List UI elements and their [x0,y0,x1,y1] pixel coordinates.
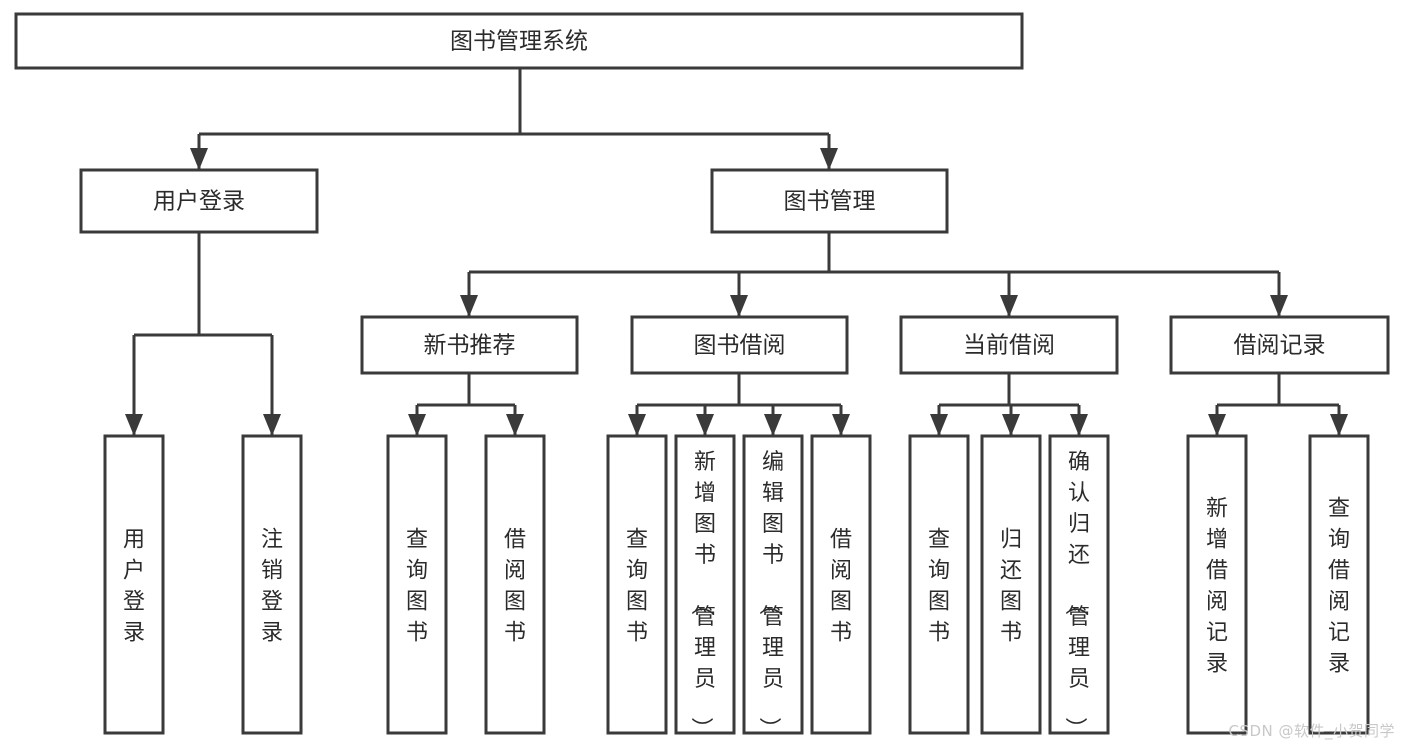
leaf-logout-login-box [241,434,303,735]
leaf-confirm-return[interactable]: 确认归还（管理员） [1048,434,1110,739]
leaf-query-borrow-rec-label: 查询借阅记录 [1328,497,1350,677]
leaf-add-book-admin[interactable]: 新增图书（管理员） [674,434,736,739]
leaf-borrow-book-1-box [484,434,546,735]
node-borrow-record-label: 借阅记录 [1234,333,1326,359]
leaf-query-book-2[interactable]: 查询图书 [606,434,668,735]
node-current-borrow[interactable]: 当前借阅 [899,315,1119,375]
leaf-query-book-1-box [386,434,448,735]
leaf-query-book-3-box [908,434,970,735]
node-book-borrow[interactable]: 图书借阅 [630,315,849,375]
leaf-query-book-2-label: 查询图书 [626,528,648,646]
arrow-head-icon-leaf-add-book-admin [696,414,714,436]
arrow-head-icon-current-borrow [1000,295,1018,317]
leaf-borrow-book-2-box [810,434,872,735]
leaf-logout-login-label: 注销登录 [261,528,283,646]
arrow-head-icon-leaf-query-book-1 [408,414,426,436]
nodes-layer: 图书管理系统用户登录图书管理新书推荐图书借阅当前借阅借阅记录用户登录注销登录查询… [14,12,1390,739]
arrow-head-icon-leaf-add-borrow-rec [1208,414,1226,436]
leaf-return-book[interactable]: 归还图书 [980,434,1042,735]
leaf-return-book-box [980,434,1042,735]
node-new-book-recommend[interactable]: 新书推荐 [360,315,579,375]
node-current-borrow-box [899,315,1119,375]
leaf-borrow-book-1-label: 借阅图书 [504,528,526,646]
leaf-query-borrow-rec[interactable]: 查询借阅记录 [1308,434,1370,735]
node-user-login[interactable]: 用户登录 [79,168,319,234]
arrow-head-icon-leaf-borrow-book-1 [506,414,524,436]
arrow-head-icon-leaf-query-book-2 [628,414,646,436]
leaf-borrow-book-1[interactable]: 借阅图书 [484,434,546,735]
leaf-add-borrow-rec-box [1186,434,1248,735]
node-new-book-recommend-box [360,315,579,375]
leaf-query-book-1[interactable]: 查询图书 [386,434,448,735]
node-book-manage[interactable]: 图书管理 [710,168,949,234]
node-book-manage-label: 图书管理 [784,189,876,215]
node-book-borrow-label: 图书借阅 [694,333,786,359]
node-book-manage-box [710,168,949,234]
node-root-system[interactable]: 图书管理系统 [14,12,1024,70]
node-borrow-record-box [1169,315,1390,375]
arrow-head-icon-new-book-rec [460,295,478,317]
node-current-borrow-label: 当前借阅 [963,333,1055,359]
leaf-user-login-box [103,434,165,735]
leaf-query-book-3[interactable]: 查询图书 [908,434,970,735]
leaf-user-login-label: 用户登录 [123,528,145,646]
arrow-head-icon-leaf-confirm-return [1070,414,1088,436]
node-user-login-label: 用户登录 [153,189,245,215]
leaf-add-borrow-rec-label: 新增借阅记录 [1206,497,1228,677]
connectors-layer [125,68,1348,436]
leaf-return-book-label: 归还图书 [1000,528,1022,646]
leaf-add-book-admin-box [674,434,736,735]
leaf-confirm-return-box [1048,434,1110,735]
node-book-borrow-box [630,315,849,375]
leaf-confirm-return-label: 确认归还（管理员） [1062,450,1090,739]
arrow-head-icon-book-borrow [730,295,748,317]
node-borrow-record[interactable]: 借阅记录 [1169,315,1390,375]
arrow-head-icon-book-manage [820,148,838,170]
arrow-head-icon-leaf-query-borrow-rec [1330,414,1348,436]
leaf-logout-login[interactable]: 注销登录 [241,434,303,735]
leaf-edit-book-admin[interactable]: 编辑图书（管理员） [742,434,804,739]
node-root-system-label: 图书管理系统 [450,29,588,55]
arrow-head-icon-borrow-record [1270,295,1288,317]
arrow-head-icon-leaf-return-book [1002,414,1020,436]
leaf-query-borrow-rec-box [1308,434,1370,735]
leaf-edit-book-admin-box [742,434,804,735]
node-root-system-box [14,12,1024,70]
leaf-query-book-2-box [606,434,668,735]
leaf-borrow-book-2[interactable]: 借阅图书 [810,434,872,735]
node-new-book-recommend-label: 新书推荐 [424,333,516,359]
arrow-head-icon-leaf-user-login [125,414,143,436]
leaf-query-book-3-label: 查询图书 [928,528,950,646]
leaf-add-borrow-rec[interactable]: 新增借阅记录 [1186,434,1248,735]
arrow-head-icon-leaf-edit-book-admin [764,414,782,436]
leaf-edit-book-admin-label: 编辑图书（管理员） [756,450,784,739]
leaf-query-book-1-label: 查询图书 [406,528,428,646]
arrow-head-icon-user-login [190,148,208,170]
arrow-head-icon-leaf-query-book-3 [930,414,948,436]
arrow-head-icon-leaf-borrow-book-2 [832,414,850,436]
arrow-head-icon-leaf-logout-login [263,414,281,436]
node-user-login-box [79,168,319,234]
leaf-borrow-book-2-label: 借阅图书 [830,528,852,646]
leaf-add-book-admin-label: 新增图书（管理员） [688,450,716,739]
leaf-user-login[interactable]: 用户登录 [103,434,165,735]
